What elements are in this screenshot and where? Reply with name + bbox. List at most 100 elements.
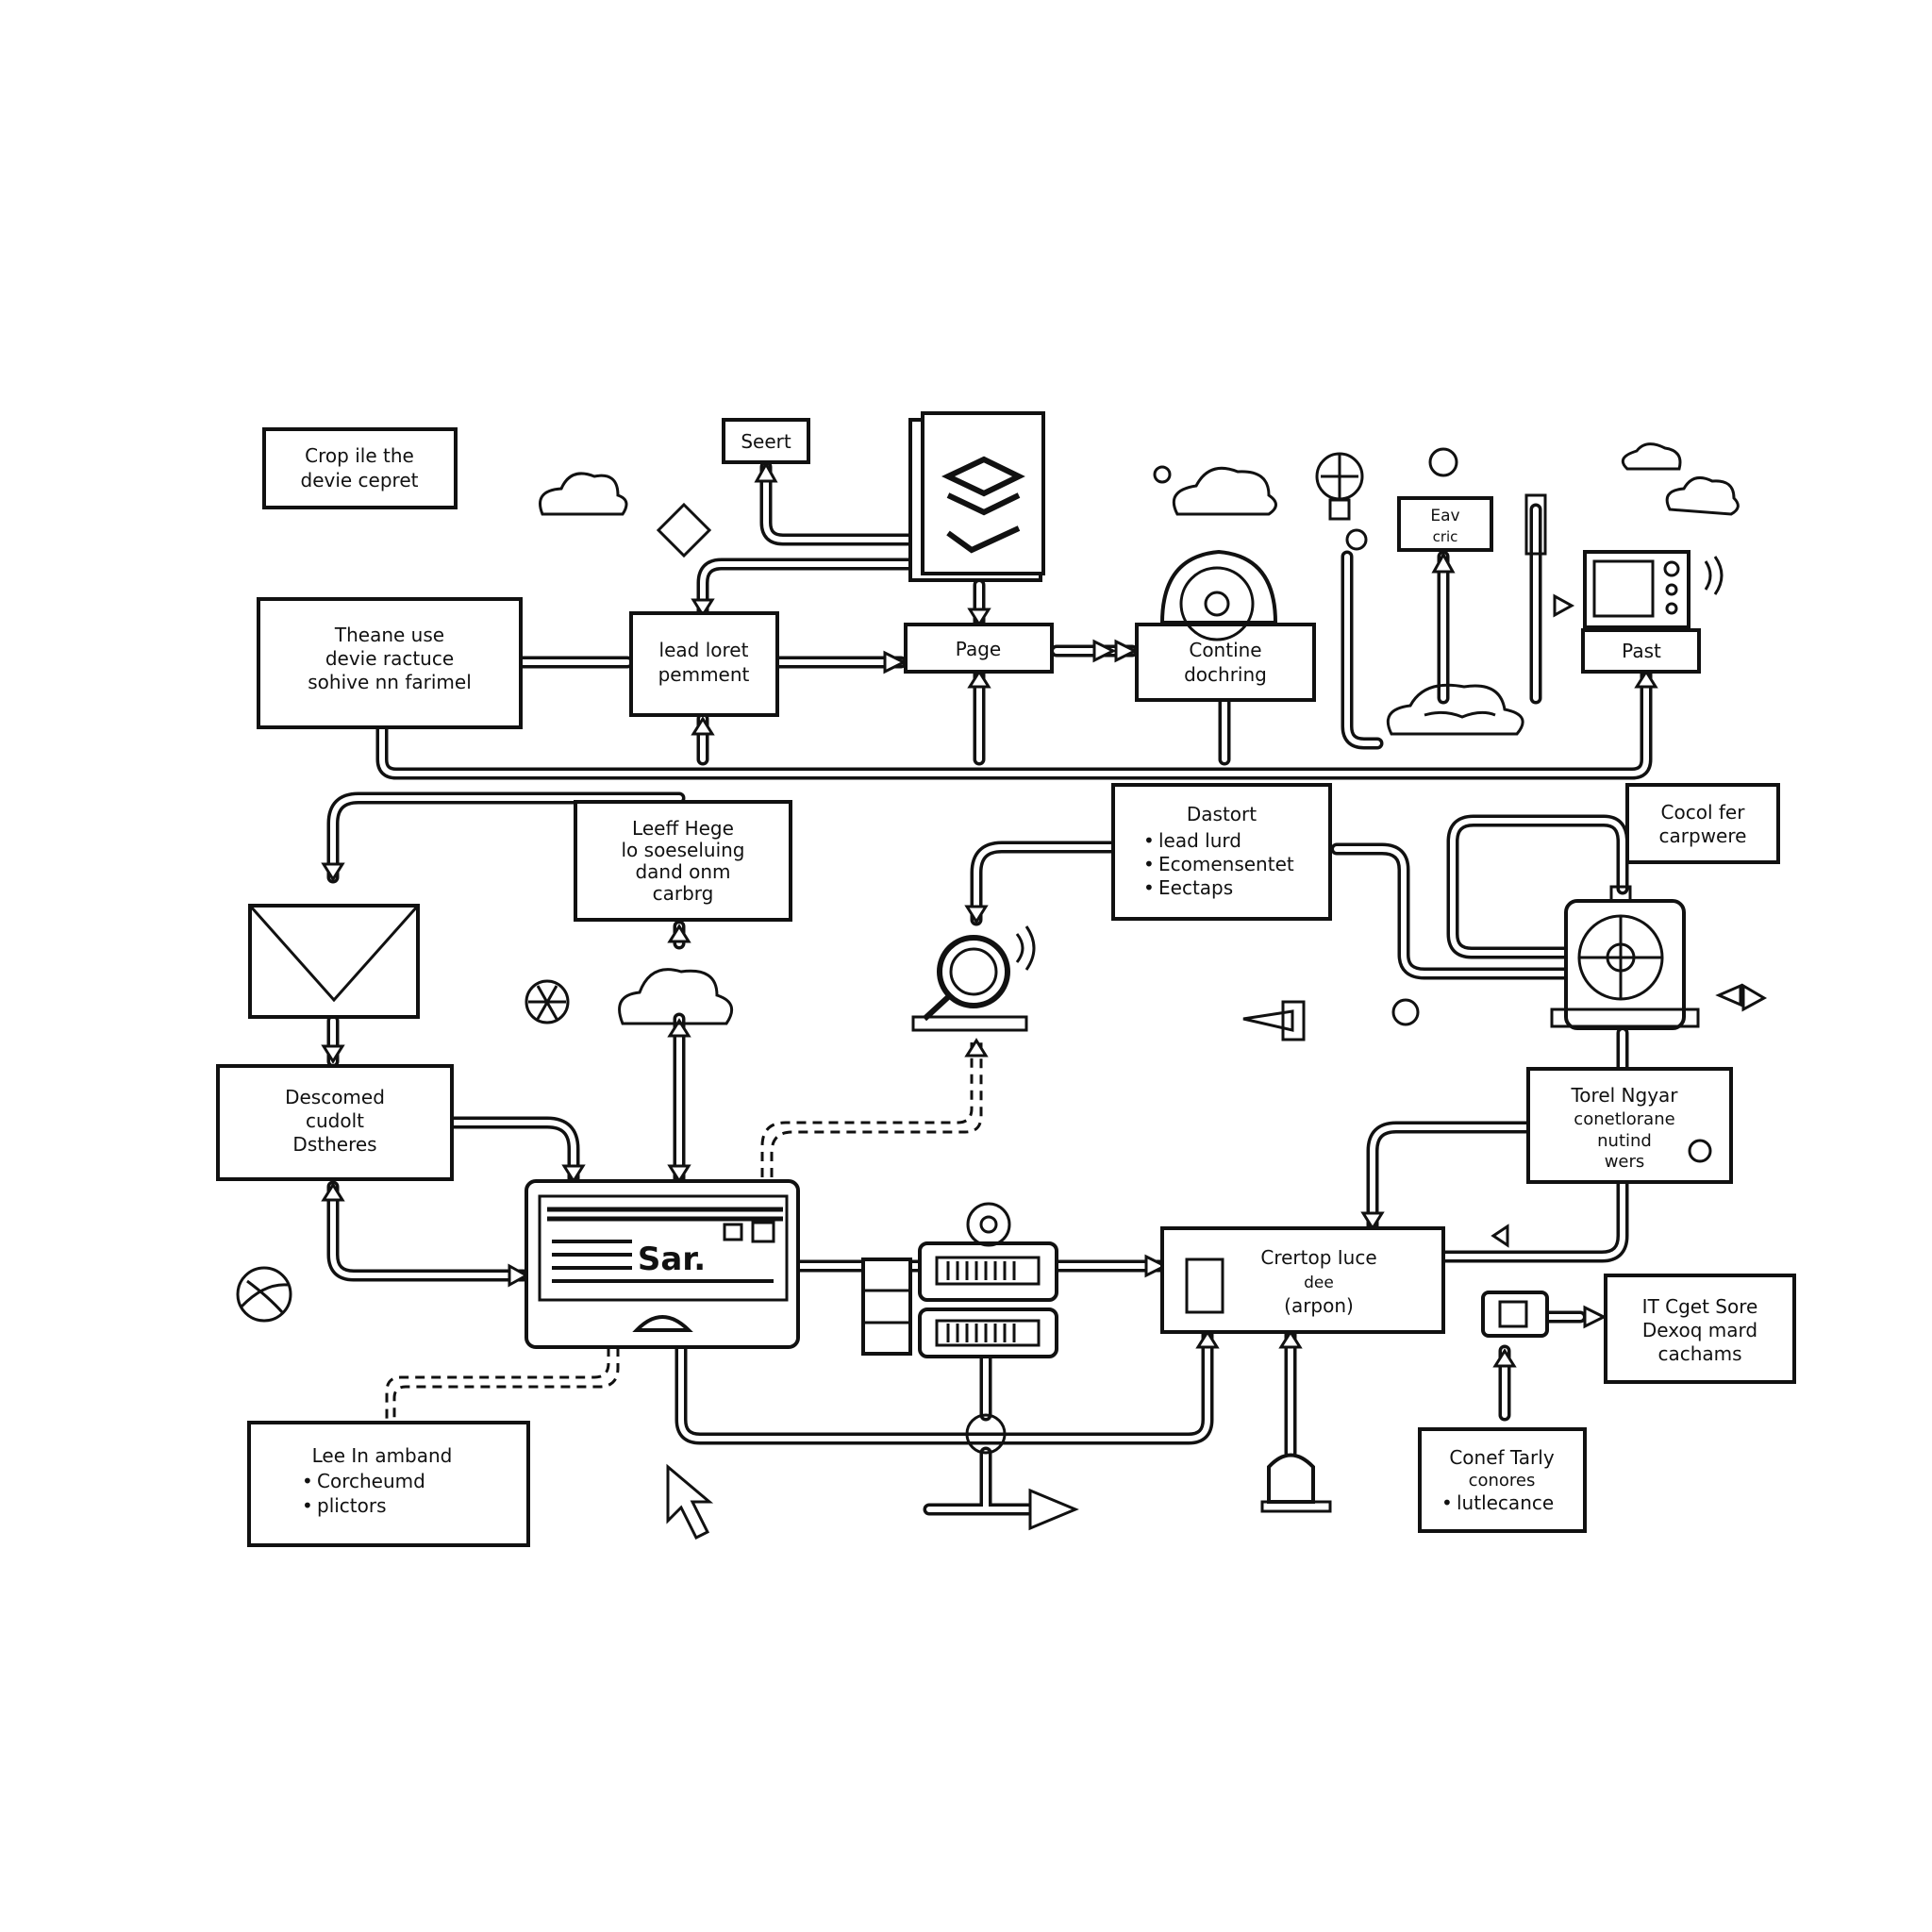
node-label: Leeff Hege	[632, 817, 734, 840]
diamond-icon	[656, 502, 712, 558]
node-leeff-hege[interactable]: Leeff Hege lo soeseluing dand onm carbrg	[574, 800, 792, 922]
node-label: Conef Tarly	[1449, 1446, 1555, 1469]
dashed-connector-2	[385, 1347, 610, 1420]
node-contine[interactable]: Contine dochring	[1135, 623, 1316, 702]
node-label: Eav	[1430, 507, 1459, 525]
node-label: devie ractuce	[325, 647, 454, 670]
node-label: Ecomensentet	[1158, 853, 1294, 875]
node-label: Eectaps	[1158, 876, 1233, 899]
node-label: dand onm	[635, 860, 730, 883]
node-label: plictors	[317, 1494, 387, 1517]
node-bullet: •	[1143, 829, 1155, 852]
node-label: dee	[1304, 1274, 1334, 1292]
node-torel-ngyar[interactable]: Torel Ngyar conetlorane nutind wers	[1526, 1067, 1733, 1184]
node-eav[interactable]: Eav cric	[1397, 496, 1493, 552]
node-label: conetlorane	[1574, 1109, 1674, 1129]
envelope-icon	[248, 904, 420, 1019]
node-cocol-fer[interactable]: Cocol fer carpwere	[1625, 783, 1780, 864]
node-label: carbrg	[653, 882, 714, 905]
node-label: dochring	[1184, 663, 1267, 686]
node-label: cachams	[1657, 1342, 1741, 1365]
node-page[interactable]: Page	[904, 623, 1054, 674]
node-theane-use[interactable]: Theane use devie ractuce sohive nn farim…	[257, 597, 523, 729]
node-label: conores	[1469, 1471, 1536, 1491]
node-label: Crop ile the	[305, 444, 414, 467]
node-label: nutind	[1597, 1131, 1652, 1151]
node-label: Lee In amband	[312, 1444, 453, 1467]
monitor-icon	[1583, 550, 1724, 629]
dashed-connector-1b	[770, 1042, 983, 1177]
node-label: cric	[1433, 528, 1458, 545]
node-label: Dstheres	[292, 1133, 376, 1156]
node-descomed[interactable]: Descomed cudolt Dstheres	[216, 1064, 454, 1181]
dish-icon	[1159, 549, 1278, 641]
dashed-connector-2b	[392, 1347, 620, 1420]
node-label: lo soeseluing	[622, 839, 745, 861]
node-bullet: •	[1441, 1491, 1453, 1514]
node-label: Page	[956, 638, 1001, 660]
node-label: Corcheumd	[317, 1470, 425, 1492]
node-label: Cocol fer	[1661, 801, 1746, 824]
node-label: carpwere	[1659, 824, 1747, 847]
node-it-cget[interactable]: IT Cget Sore Dexoq mard cachams	[1604, 1274, 1796, 1384]
node-label: devie cepret	[301, 469, 419, 491]
cloud-icon	[1621, 442, 1682, 471]
node-crertop[interactable]: Crertop Iuce dee (arpon)	[1160, 1226, 1445, 1334]
node-label: Past	[1622, 640, 1661, 662]
node-label: sohive nn farimel	[308, 671, 472, 693]
node-label: lead loret	[659, 639, 749, 661]
node-label: wers	[1605, 1152, 1645, 1172]
drive-icon	[1481, 1291, 1549, 1338]
magnifier-icon	[911, 925, 1036, 1032]
server-icon	[861, 1202, 1058, 1358]
node-label: IT Cget Sore	[1642, 1295, 1758, 1318]
cloud-icon	[1386, 683, 1524, 736]
main-window[interactable]: Sar.	[525, 1179, 800, 1349]
node-crop-device[interactable]: Crop ile the devie cepret	[262, 427, 458, 509]
node-past[interactable]: Past	[1581, 628, 1701, 674]
node-label: Torel Ngyar	[1570, 1084, 1678, 1107]
gear-icon	[1428, 447, 1458, 477]
node-bullet: •	[1143, 876, 1155, 899]
node-label: Descomed	[285, 1086, 385, 1108]
pen-icon	[1242, 1000, 1306, 1041]
gem-icon	[525, 979, 570, 1024]
node-dastort[interactable]: Dastort • lead lurd • Ecomensentet • Eec…	[1111, 783, 1332, 921]
node-bullet: •	[302, 1470, 313, 1492]
cloud-icon	[1172, 466, 1277, 516]
node-seert[interactable]: Seert	[722, 418, 810, 464]
globe-icon	[236, 1266, 292, 1323]
refresh-icon	[1688, 1139, 1712, 1163]
node-label: Theane use	[334, 624, 444, 646]
node-label: Dastort	[1187, 803, 1257, 825]
node-label: pemment	[658, 663, 750, 686]
window-title: Sar.	[638, 1241, 706, 1278]
node-conef-tarly[interactable]: Conef Tarly conores • lutlecance	[1418, 1427, 1587, 1533]
node-label: cudolt	[306, 1109, 364, 1132]
cursor-icon	[666, 1463, 714, 1541]
thermometer-icon	[1524, 493, 1575, 618]
arrowheads	[321, 460, 1658, 1531]
document-icon	[908, 411, 1045, 582]
node-label: Crertop Iuce	[1260, 1246, 1376, 1269]
node-label: Contine	[1189, 639, 1261, 661]
cloud-icon	[539, 472, 628, 516]
node-label: lutlecance	[1457, 1491, 1554, 1514]
node-lee-in[interactable]: Lee In amband • Corcheumd • plictors	[247, 1421, 530, 1547]
gear-icon	[1391, 998, 1420, 1026]
cloud-icon	[1665, 475, 1740, 516]
fan-device-icon	[1550, 885, 1768, 1030]
node-bullet: •	[1143, 853, 1155, 875]
gear-icon	[1153, 465, 1172, 484]
lightbulb-icon	[1315, 452, 1368, 551]
tablet-icon	[1185, 1257, 1224, 1314]
funnel-icon	[1260, 1453, 1332, 1513]
node-lead-loret[interactable]: lead loret pemment	[629, 611, 779, 717]
node-label: Dexoq mard	[1642, 1319, 1757, 1341]
node-bullet: •	[302, 1494, 313, 1517]
recycle-icon	[965, 1413, 1007, 1455]
node-label: Seert	[741, 430, 791, 453]
node-label: (arpon)	[1284, 1294, 1354, 1317]
dashed-connector-1	[760, 1042, 974, 1177]
